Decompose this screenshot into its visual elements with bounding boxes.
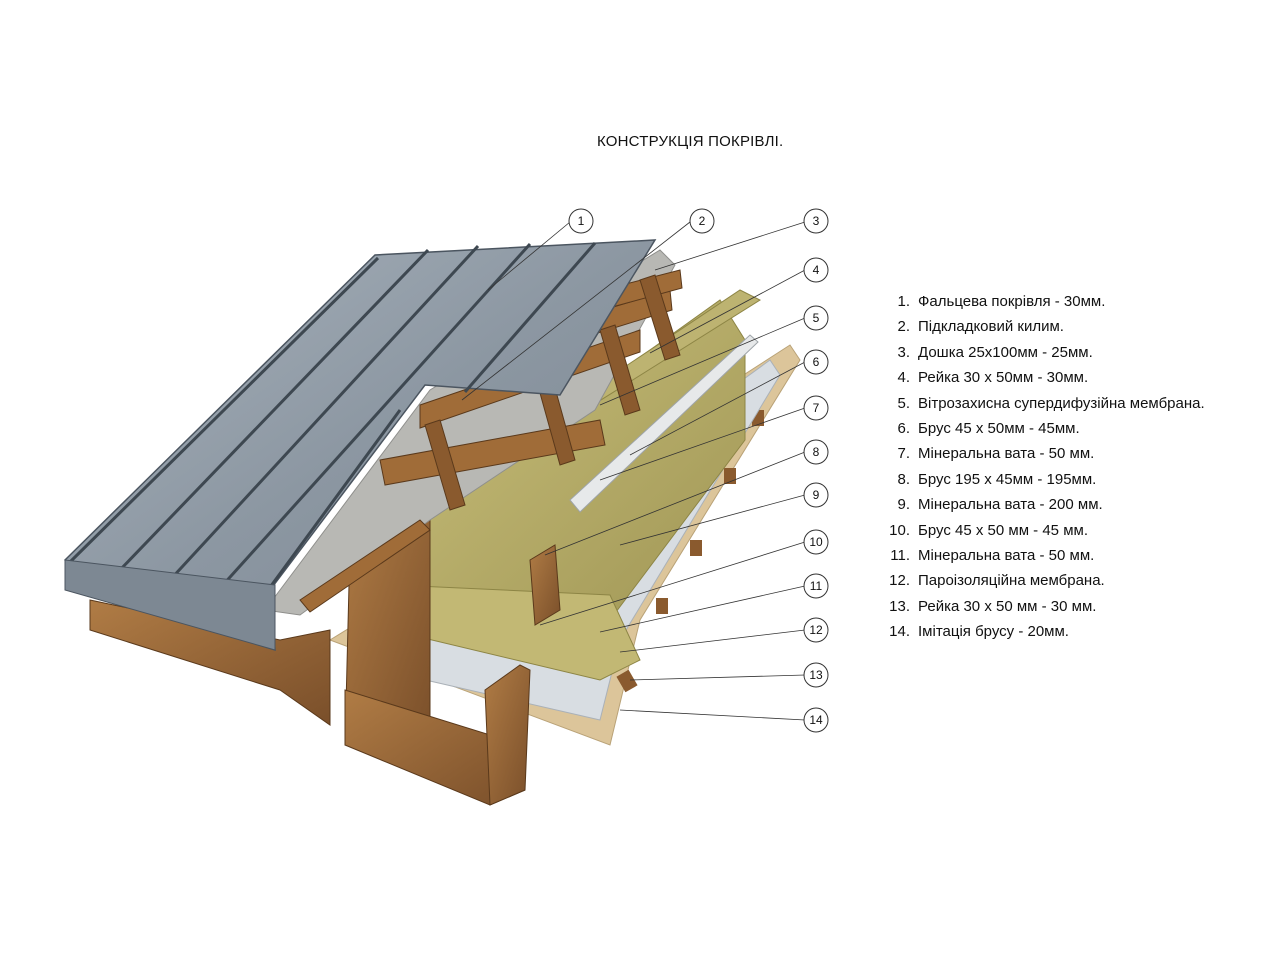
svg-text:6: 6 bbox=[813, 355, 820, 369]
layer-windproof-membrane bbox=[569, 334, 759, 513]
legend-number: 11. bbox=[890, 546, 910, 564]
legend-text: Рейка 30 х 50 мм - 30 мм. bbox=[918, 597, 1097, 615]
callout-11: 11 bbox=[803, 573, 829, 599]
callout-3: 3 bbox=[803, 208, 829, 234]
svg-text:8: 8 bbox=[813, 445, 820, 459]
svg-text:11: 11 bbox=[810, 579, 823, 593]
legend-number: 2. bbox=[897, 318, 910, 336]
legend-item: 5. Вітрозахисна супердифузійна мембрана. bbox=[878, 393, 1205, 418]
callout-10: 10 bbox=[803, 529, 829, 555]
svg-text:10: 10 bbox=[809, 535, 823, 549]
svg-text:2: 2 bbox=[699, 214, 706, 228]
legend-item: 10. Брус 45 х 50 мм - 45 мм. bbox=[878, 520, 1205, 545]
svg-text:12: 12 bbox=[809, 623, 823, 637]
legend-item: 9. Мінеральна вата - 200 мм. bbox=[878, 494, 1205, 519]
legend-item: 6. Брус 45 х 50мм - 45мм. bbox=[878, 418, 1205, 443]
legend-item: 13. Рейка 30 х 50 мм - 30 мм. bbox=[878, 596, 1205, 621]
standing-seams bbox=[68, 242, 597, 591]
svg-text:14: 14 bbox=[809, 713, 823, 727]
legend-item: 1. Фальцева покрівля - 30мм. bbox=[878, 291, 1205, 316]
diagram-title: КОНСТРУКЦІЯ ПОКРІВЛІ. bbox=[597, 133, 784, 150]
legend-item: 2. Підкладковий килим. bbox=[878, 316, 1205, 341]
legend-text: Підкладковий килим. bbox=[918, 318, 1064, 336]
callout-9: 9 bbox=[803, 482, 829, 508]
callout-12: 12 bbox=[803, 617, 829, 643]
legend-text: Дошка 25х100мм - 25мм. bbox=[918, 343, 1093, 361]
callout-5: 5 bbox=[803, 305, 829, 331]
svg-text:3: 3 bbox=[813, 214, 820, 228]
layer-legend: 1. Фальцева покрівля - 30мм. 2. Підкладков… bbox=[878, 291, 1205, 646]
legend-item: 7. Мінеральна вата - 50 мм. bbox=[878, 443, 1205, 468]
legend-text: Фальцева покрівля - 30мм. bbox=[918, 293, 1106, 310]
callout-13: 13 bbox=[803, 662, 829, 688]
callout-6: 6 bbox=[803, 349, 829, 375]
svg-text:13: 13 bbox=[809, 668, 823, 682]
legend-number: 8. bbox=[897, 470, 910, 488]
legend-number: 9. bbox=[897, 496, 910, 514]
legend-number: 10. bbox=[889, 521, 910, 539]
callout-8: 8 bbox=[803, 439, 829, 465]
legend-text: Мінеральна вата - 200 мм. bbox=[918, 496, 1103, 514]
legend-number: 5. bbox=[897, 394, 910, 412]
svg-text:5: 5 bbox=[813, 311, 820, 325]
legend-number: 12. bbox=[889, 572, 910, 590]
svg-text:9: 9 bbox=[813, 488, 820, 502]
legend-text: Брус 45 х 50 мм - 45 мм. bbox=[918, 521, 1088, 539]
legend-item: 12. Пароізоляційна мембрана. bbox=[878, 570, 1205, 595]
legend-text: Мінеральна вата - 50 мм. bbox=[918, 445, 1095, 463]
legend-number: 1. bbox=[897, 293, 910, 310]
legend-number: 6. bbox=[897, 419, 910, 437]
legend-item: 11. Мінеральна вата - 50 мм. bbox=[878, 545, 1205, 570]
callout-2: 2 bbox=[689, 208, 715, 234]
legend-number: 13. bbox=[889, 597, 910, 615]
callout-4: 4 bbox=[803, 257, 829, 283]
legend-text: Вітрозахисна супердифузійна мембрана. bbox=[918, 394, 1205, 412]
legend-text: Мінеральна вата - 50 мм. bbox=[918, 546, 1095, 564]
callout-14: 14 bbox=[803, 707, 829, 733]
legend-item: 14. Імітація брусу - 20мм. bbox=[878, 621, 1205, 646]
legend-number: 4. bbox=[897, 369, 910, 387]
legend-text: Брус 45 х 50мм - 45мм. bbox=[918, 419, 1080, 437]
callout-1: 1 bbox=[568, 208, 594, 234]
legend-text: Рейка 30 х 50мм - 30мм. bbox=[918, 369, 1089, 387]
legend-text: Пароізоляційна мембрана. bbox=[918, 572, 1105, 590]
roof-edge-fascia bbox=[64, 559, 276, 651]
svg-text:7: 7 bbox=[813, 401, 820, 415]
legend-item: 3. Дошка 25х100мм - 25мм. bbox=[878, 342, 1205, 367]
legend-text: Брус 195 х 45мм - 195мм. bbox=[918, 470, 1097, 488]
legend-number: 14. bbox=[889, 623, 910, 641]
legend-number: 3. bbox=[897, 343, 910, 361]
legend-item: 8. Брус 195 х 45мм - 195мм. bbox=[878, 469, 1205, 494]
legend-text: Імітація брусу - 20мм. bbox=[918, 623, 1069, 641]
legend-item: 4. Рейка 30 х 50мм - 30мм. bbox=[878, 367, 1205, 392]
svg-text:1: 1 bbox=[578, 214, 585, 228]
wall-beam-base bbox=[89, 599, 331, 726]
callout-leaders bbox=[461, 221, 806, 721]
legend-number: 7. bbox=[897, 445, 910, 463]
callout-7: 7 bbox=[803, 395, 829, 421]
callout-markers: 1 2 3 4 5 6 7 8 9 10 11 12 13 14 bbox=[568, 208, 829, 733]
svg-text:4: 4 bbox=[813, 263, 820, 277]
